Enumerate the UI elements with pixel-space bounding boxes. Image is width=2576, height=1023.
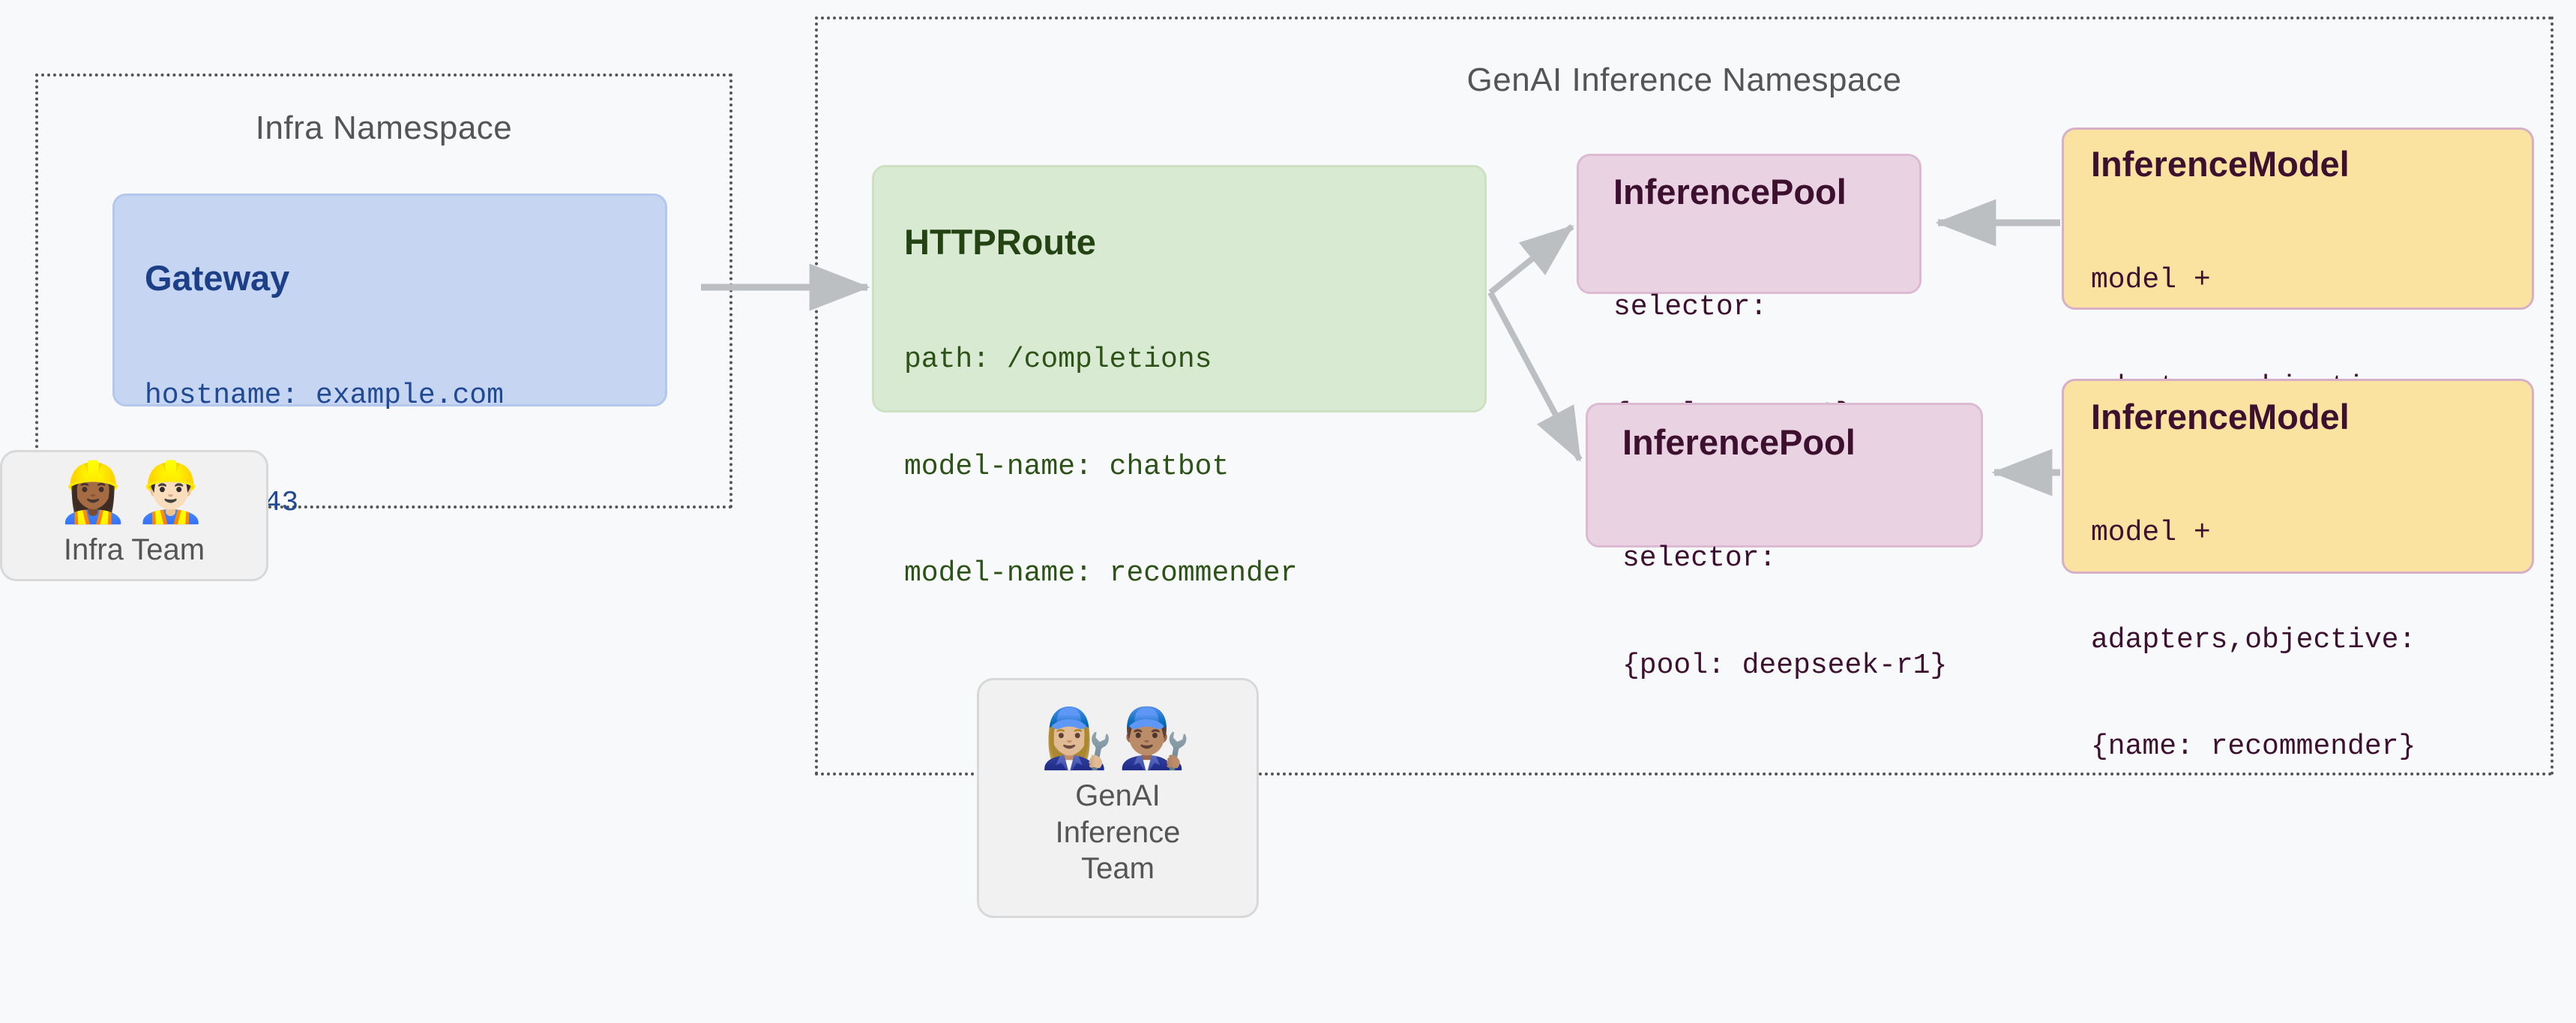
genai-inference-team-avatars-icon: 👩🏼‍🔧👨🏽‍🔧 [1040,704,1196,771]
node-inferencemodel-chatbot[interactable]: InferenceModel model + adapters,objectiv… [2062,128,2534,510]
node-inferencepool-gemma3-line-1: selector: [1613,291,1768,323]
node-httproute-line-3: model-name: recommender [904,557,1298,590]
node-inferencemodel-recommender-line-3: {name: recommender} [2091,730,2416,763]
team-card-genai-inference-label-line-3: Team [1081,852,1155,886]
node-httproute-body: path: /completions model-name: chatbot m… [904,271,1298,663]
node-inferencemodel-recommender-line-1: model + [2091,517,2211,549]
node-inferencemodel-chatbot-line-1: model + [2091,264,2211,296]
node-inferencemodel-recommender-line-2: adapters,objective: [2091,623,2416,656]
node-inferencemodel-recommender-body: model + adapters,objective: {name: recom… [2091,444,2416,836]
node-httproute-title: HTTPRoute [904,222,1096,262]
namespace-infra-title: Infra Namespace [255,110,513,146]
team-card-infra[interactable]: 👷🏾‍♀️👷🏻‍♂️ Infra Team [0,450,268,581]
namespace-genai-inference: GenAI Inference Namespace [815,16,2554,776]
node-inferencepool-deepseek-r1-line-1: selector: [1622,542,1777,574]
node-httproute-line-1: path: /completions [904,344,1212,376]
team-card-genai-inference[interactable]: 👩🏼‍🔧👨🏽‍🔧 GenAI Inference Team [977,678,1259,918]
team-card-infra-label: Infra Team [63,533,205,567]
node-inferencemodel-recommender-title: InferenceModel [2091,397,2350,436]
node-inferencemodel-recommender[interactable]: InferenceModel model + adapters,objectiv… [2062,379,2534,763]
team-card-genai-inference-label-line-2: Inference [1055,815,1181,849]
node-inferencepool-deepseek-r1-body: selector: {pool: deepseek-r1} [1622,470,1947,754]
node-gateway-line-1: hostname: example.com [145,380,504,412]
node-inferencepool-deepseek-r1-line-2: {pool: deepseek-r1} [1622,649,1948,682]
node-inferencepool-deepseek-r1[interactable]: InferencePool selector: {pool: deepseek-… [1586,403,1983,682]
team-card-genai-inference-label: GenAI Inference Team [1056,778,1181,887]
namespace-infra: Infra Namespace [35,74,732,508]
node-inferencepool-deepseek-r1-title: InferencePool [1622,422,1856,462]
node-gateway-title: Gateway [145,258,290,298]
node-httproute-line-2: model-name: chatbot [904,450,1230,483]
team-card-genai-inference-label-line-1: GenAI [1075,778,1161,812]
node-gateway[interactable]: Gateway hostname: example.com port: 443 [112,194,667,519]
infra-team-avatars-icon: 👷🏾‍♀️👷🏻‍♂️ [56,459,212,526]
node-inferencepool-gemma3[interactable]: InferencePool selector: {pool: gemma3} [1577,154,1922,430]
node-httproute[interactable]: HTTPRoute path: /completions model-name:… [872,165,1487,590]
node-inferencepool-gemma3-title: InferencePool [1613,172,1847,212]
node-inferencemodel-chatbot-title: InferenceModel [2091,144,2350,184]
namespace-genai-inference-title: GenAI Inference Namespace [1466,62,1902,98]
